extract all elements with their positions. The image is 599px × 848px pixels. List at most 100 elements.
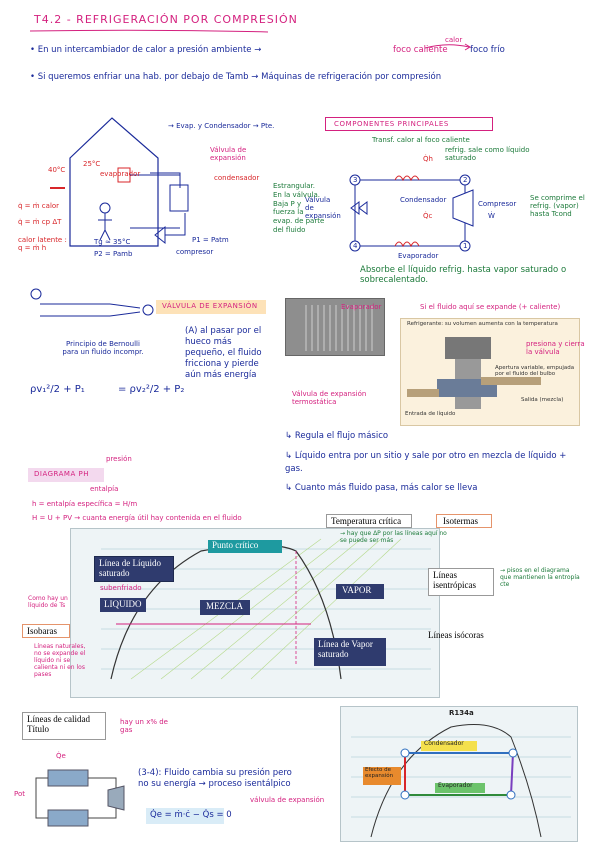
ph-iso-note: → hay que ΔP por las líneas aquí no se p… [340, 530, 447, 544]
cycle-valve: Válvula de expansión [305, 196, 341, 221]
intro-hot: foco caliente [393, 45, 448, 55]
ph-subcooled: subenfriado [100, 584, 142, 592]
heat-arrow [424, 43, 471, 51]
ph-chart [70, 528, 440, 698]
vap-line: Línea de Vapor saturado [318, 639, 373, 659]
quality: Líneas de calidad Título [27, 714, 90, 734]
mix-box: MEZCLA [200, 600, 250, 615]
cycle-cond-tag: Condensador [421, 740, 477, 751]
cycle-valve-tag: Efecto de expansión [363, 767, 401, 785]
cutaway-in: Entrada de líquido [405, 411, 456, 417]
valve-bullet-3: ↳ Cuanto más fluido pasa, más calor se l… [285, 483, 478, 493]
valve-header-box: VÁLVULA DE EXPANSIÓN [156, 300, 266, 314]
crit-temp: Temperatura crítica [331, 516, 402, 526]
isobars-box: Isobaras [22, 624, 70, 638]
cycle-evap: Evaporador [398, 252, 439, 260]
intro-cold: foco frío [470, 45, 505, 55]
photo-evap-label: Evaporador [341, 303, 382, 311]
ph-presion: presión [106, 455, 132, 463]
house-tg: Tg ≈ 35°C [94, 238, 131, 246]
comp-compress-note: Se comprime el refrig. (vapor) hasta Tco… [530, 194, 585, 219]
small-cycle-illustration [35, 769, 125, 827]
valve-note: (A) al pasar por el hueco más pequeño, e… [185, 326, 262, 381]
liq-line: Línea de Líquido saturado [99, 558, 161, 578]
cycle-n3: 3 [353, 176, 358, 184]
cycle-chart-title: R134a [449, 709, 474, 717]
crit-temp-box: Temperatura crítica [326, 514, 412, 528]
isochoric: Líneas isócoras [428, 630, 484, 640]
ph-gas-note: hay un x% de gas [120, 718, 168, 735]
liquid-box: LIQUIDO [100, 598, 146, 612]
intro-line-2: • Si queremos enfriar una hab. por debaj… [30, 72, 442, 82]
house-evap-cond: → Evap. y Condensador → Pte. [168, 122, 275, 130]
cycle-cond: Condensador [400, 196, 447, 204]
isotherms: Isotermas [443, 516, 478, 526]
evaporator-photo: Evaporador [285, 298, 385, 356]
house-cycle-lines [150, 172, 189, 245]
valve-bullet-1: ↳ Regula el flujo másico [285, 431, 389, 441]
crit-point: Punto crítico [212, 540, 259, 550]
cycle-cond-text: Condensador [424, 740, 464, 747]
valve-presiona: presiona y cierra la válvula [526, 340, 585, 357]
cycle-evap-tag: Evaporador [435, 782, 485, 793]
valve-thermostatic: Válvula de expansión termostática [292, 390, 367, 407]
components-header: COMPONENTES PRINCIPALES [334, 120, 449, 128]
page-title: T4.2 - REFRIGERACIÓN POR COMPRESIÓN [34, 13, 298, 26]
ph-h-def: h = entalpía específica = H/m [32, 500, 138, 508]
vap-line-box: Línea de Vapor saturado [314, 638, 386, 666]
isobars: Isobaras [27, 626, 57, 636]
ph-header: DIAGRAMA PH [34, 470, 89, 478]
valve-note-bottom: válvula de expansión [250, 796, 325, 804]
house-p2: P2 = Pamb [94, 250, 133, 258]
ph-isob-note: Como hay un líquido de Ts [28, 595, 68, 609]
ph-chart-cycle: R134a Condensador Efecto de expansión Ev… [340, 706, 578, 842]
vapor-box: VAPOR [336, 584, 384, 599]
cycle-schematic [349, 174, 474, 252]
isentropic: Líneas isentrópicas [433, 570, 476, 590]
crit-point-box: Punto crítico [208, 540, 282, 553]
house-latent: calor latente : q = ṁ h [18, 236, 67, 253]
house-q: q̇ = ṁ calor [18, 202, 60, 210]
valve-header: VÁLVULA DE EXPANSIÓN [162, 302, 258, 310]
energy-eq: Q̇e = ṁ·ċ − Q̇s = 0 [150, 810, 232, 820]
ph-liq-note: Líneas naturales, no se expande el líqui… [34, 643, 86, 678]
cycle-n2: 2 [463, 176, 468, 184]
valve-bullet-2: ↳ Líquido entra por un sitio y sale por … [285, 451, 567, 474]
small-pot: Pot [14, 790, 25, 798]
cycle-evap-text: Evaporador [438, 782, 473, 789]
cutaway-out: Salida (mezcla) [521, 397, 564, 403]
isentropic-box: Líneas isentrópicas [428, 568, 494, 596]
cycle-n1: 1 [463, 242, 468, 250]
ph-isen-note: → pisos en el diagrama que mantienen la … [500, 567, 580, 588]
quality-box: Líneas de calidad Título [22, 712, 106, 740]
house-t-in: 25°C [83, 160, 101, 168]
cycle-qh: Q̇h [423, 155, 433, 163]
house-compressor: compresor [176, 248, 214, 256]
energy-box: Q̇e = ṁ·ċ − Q̇s = 0 [146, 808, 232, 824]
comp-transfer-2: refrig. sale como líquido saturado [445, 146, 530, 163]
small-qe: Q̇e [56, 752, 66, 760]
intro-heat: calor [445, 36, 463, 44]
cycle-qc: Q̇c [423, 212, 433, 220]
title-underline [29, 29, 269, 33]
components-header-box: COMPONENTES PRINCIPALES [325, 117, 493, 131]
fluid-note: (3-4): Fluido cambia su presión pero no … [138, 768, 292, 790]
liq-line-box: Línea de Líquido saturado [94, 556, 174, 582]
valve-cutaway-illustration: Refrigerante: su volumen aumenta con la … [400, 318, 580, 426]
comp-estrang: Estrangular. En la válvula. Baja P y fue… [273, 182, 325, 234]
house-t-out: 40°C [48, 166, 66, 174]
house-valve: Válvula de expansión [210, 146, 247, 163]
isotherms-box: Isotermas [436, 514, 492, 528]
mix: MEZCLA [206, 601, 243, 611]
bernoulli-text: Principio de Bernoulli para un fluido in… [62, 340, 144, 357]
cycle-compression: Compresor [478, 200, 517, 208]
cutaway-aperture: Apertura variable, empujada por el fluid… [495, 365, 575, 378]
house-cond: condensador [214, 174, 260, 182]
house-evap: evaporador [100, 170, 141, 178]
cycle-w: Ẇ [488, 212, 495, 220]
ph-entalpia: entalpía [90, 485, 119, 493]
house-p1: P1 = Patm [192, 236, 229, 244]
bernoulli-eq-l: ρv₁²/2 + P₁ [30, 384, 85, 395]
intro-line-1: • En un intercambiador de calor a presió… [30, 45, 262, 55]
comp-absorb: Absorbe el líquido refrig. hasta vapor s… [360, 265, 567, 285]
